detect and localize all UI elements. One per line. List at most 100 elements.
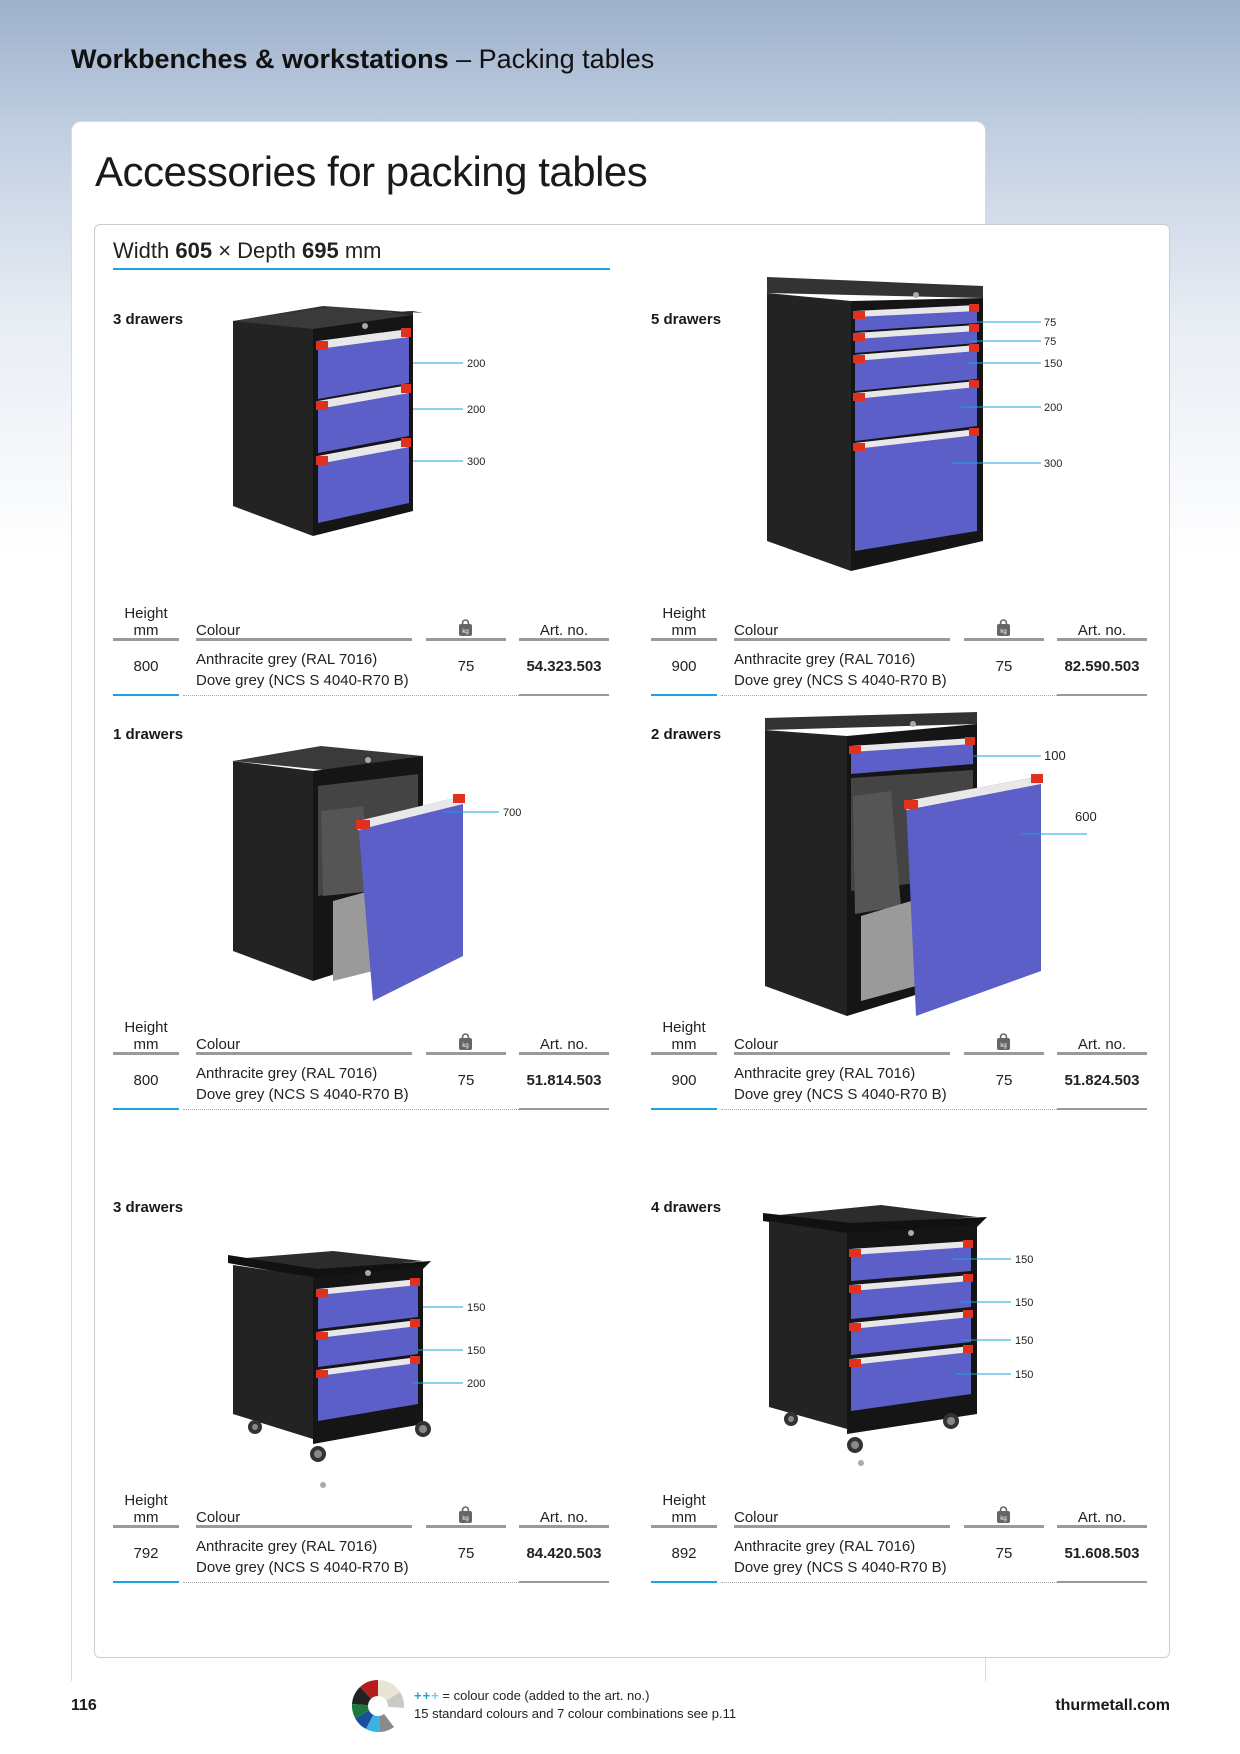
drawer-height-label: 200 — [1044, 402, 1062, 414]
weight-icon: kg — [997, 1033, 1010, 1050]
row-underline-dotted — [183, 695, 519, 696]
dimension-unit: mm — [344, 238, 382, 263]
drawer-height-label: 200 — [467, 358, 485, 370]
height-header-label: Height — [662, 1492, 706, 1509]
colour-value: Anthracite grey (RAL 7016)Dove grey (NCS… — [734, 1536, 947, 1578]
colour-column-header: Colour — [196, 1036, 241, 1053]
product-title: 3 drawers — [113, 1199, 184, 1216]
column-rule — [519, 638, 609, 641]
weight-icon: kg — [997, 1506, 1010, 1523]
row-underline — [651, 694, 717, 696]
column-rule — [964, 1052, 1044, 1055]
art-no-column-header: Art. no. — [1077, 622, 1127, 639]
website-link[interactable]: thurmetall.com — [1055, 1697, 1170, 1714]
art-no-column-header: Art. no. — [1077, 1509, 1127, 1526]
weight-value: 75 — [457, 1545, 475, 1562]
section-title: Workbenches & workstations — [71, 44, 449, 74]
drawer-height-label: 150 — [1015, 1254, 1033, 1266]
art-no-column-header: Art. no. — [1077, 1036, 1127, 1053]
colour-line: Dove grey (NCS S 4040-R70 B) — [196, 1086, 409, 1103]
column-rule — [196, 1052, 412, 1055]
art-no-value: 51.608.503 — [1064, 1545, 1140, 1562]
height-value: 892 — [671, 1545, 697, 1562]
svg-text:kg: kg — [1000, 1043, 1006, 1049]
colour-column-header: Colour — [734, 1509, 779, 1526]
colour-column-header: Colour — [734, 1036, 779, 1053]
row-underline-dotted — [183, 1582, 519, 1583]
product-title: 5 drawers — [651, 311, 722, 328]
drawer-height-label: 600 — [1075, 809, 1097, 824]
height-header-unit: mm — [671, 622, 697, 639]
column-rule — [1057, 1052, 1147, 1055]
column-rule — [651, 1052, 717, 1055]
art-no-value: 82.590.503 — [1064, 658, 1140, 675]
note-line-2: 15 standard colours and 7 colour combina… — [414, 1706, 737, 1721]
column-rule — [519, 1052, 609, 1055]
height-value: 900 — [671, 658, 697, 675]
row-underline — [519, 694, 609, 696]
row-underline — [113, 1108, 179, 1110]
row-underline-dotted — [183, 1109, 519, 1110]
height-header-unit: mm — [671, 1509, 697, 1526]
cabinet-image: 75 75 150 200 300 — [767, 277, 1062, 571]
colour-wheel-icon — [351, 1679, 405, 1733]
colour-line: Dove grey (NCS S 4040-R70 B) — [734, 1559, 947, 1576]
row-underline-dotted — [721, 1582, 1057, 1583]
row-underline — [519, 1108, 609, 1110]
colour-value: Anthracite grey (RAL 7016)Dove grey (NCS… — [196, 649, 409, 691]
page-title: Accessories for packing tables — [95, 148, 648, 195]
row-underline — [113, 694, 179, 696]
height-header-label: Height — [124, 1019, 168, 1036]
width-value: 605 — [175, 238, 213, 263]
colour-line: Dove grey (NCS S 4040-R70 B) — [734, 1086, 947, 1103]
colour-value: Anthracite grey (RAL 7016) Dove grey (NCS… — [196, 1063, 409, 1105]
drawer-height-label: 150 — [1015, 1369, 1033, 1381]
section-dash: – — [448, 44, 479, 74]
svg-text:kg: kg — [462, 1043, 468, 1049]
column-rule — [426, 1052, 506, 1055]
plus-sign-light: + — [431, 1688, 439, 1703]
column-rule — [964, 1525, 1044, 1528]
colour-line: Dove grey (NCS S 4040-R70 B) — [734, 672, 947, 689]
colour-line: Anthracite grey (RAL 7016) — [196, 1065, 378, 1082]
colour-column-header: Colour — [734, 622, 779, 639]
dimensions-underline — [113, 268, 610, 270]
art-no-value: 51.814.503 — [526, 1072, 602, 1089]
row-underline-dotted — [721, 695, 1057, 696]
card-tab-rule — [985, 196, 1240, 197]
colour-code-note: +++ = colour code (added to the art. no.… — [414, 1687, 736, 1723]
weight-value: 75 — [995, 1545, 1013, 1562]
column-rule — [1057, 1525, 1147, 1528]
column-rule — [426, 638, 506, 641]
column-rule — [964, 638, 1044, 641]
colour-value: Anthracite grey (RAL 7016)Dove grey (NCS… — [734, 1063, 947, 1105]
dimensions-line: Width 605 × Depth 695 mm — [113, 238, 382, 264]
height-value: 792 — [133, 1545, 159, 1562]
weight-value: 75 — [995, 658, 1013, 675]
colour-column-header: Colour — [196, 1509, 241, 1526]
cabinet-image: 200 200 300 — [233, 306, 485, 536]
depth-label: Depth — [237, 238, 296, 263]
cabinet-image: 100 600 — [765, 712, 1097, 1016]
colour-line: Dove grey (NCS S 4040-R70 B) — [196, 672, 409, 689]
height-value: 900 — [671, 1072, 697, 1089]
cabinet-image: 150 150 200 — [228, 1251, 485, 1488]
row-underline — [1057, 1581, 1147, 1583]
height-header-label: Height — [124, 1492, 168, 1509]
height-header-unit: mm — [133, 622, 159, 639]
times-sign: × — [212, 238, 238, 263]
column-rule — [113, 1525, 179, 1528]
product-title: 2 drawers — [651, 726, 722, 743]
svg-text:kg: kg — [462, 629, 468, 635]
